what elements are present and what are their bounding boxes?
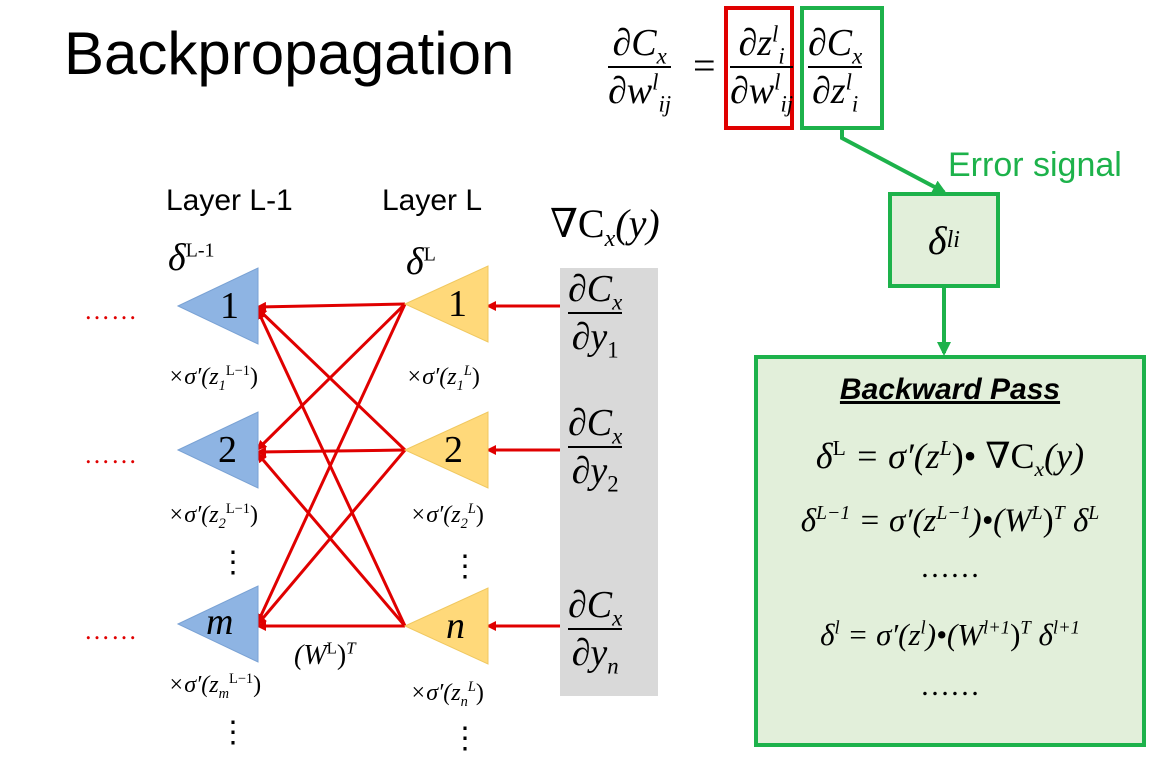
backward-pass-box: Backward Pass δL = σ′(zL)• ∇Cx(y) δL−1 =…	[754, 355, 1146, 747]
delta-curr: δL	[406, 241, 436, 283]
sigma-prev-1: ×σ′(z1L−1)	[168, 363, 258, 394]
sigma-curr-1: ×σ′(z1L)	[406, 363, 480, 394]
vdots-curr-2: ⋮	[450, 722, 480, 755]
edge-2-1	[256, 307, 407, 452]
backward-pass-dots: ……	[920, 551, 980, 584]
formula-mid: ∂zli ∂wlij	[730, 21, 794, 117]
gradient-column	[560, 268, 658, 696]
sigma-prev-m: ×σ′(zmL−1)	[168, 671, 262, 702]
delta-prev: δL-1	[168, 237, 215, 279]
error-signal-label: Error signal	[948, 146, 1122, 184]
edge-1-1	[256, 301, 406, 312]
backward-pass-line-1: δL = σ′(zL)• ∇Cx(y)	[815, 436, 1085, 482]
node-prev-2-label: 2	[218, 429, 237, 471]
edge-n-1	[256, 309, 407, 627]
node-curr-2-label: 2	[444, 429, 463, 471]
node-prev-1-label: 1	[220, 285, 239, 327]
sigma-prev-2: ×σ′(z2L−1)	[168, 501, 258, 532]
formula-equals: =	[693, 43, 716, 88]
green-arrow-to-error	[840, 130, 947, 194]
backward-pass-line-3: δl = σ′(zl)•(Wl+1)T δl+1	[820, 617, 1080, 652]
edge-1-2	[256, 302, 407, 451]
green-box-top	[800, 6, 884, 130]
edge-n-2	[256, 452, 407, 627]
layer-prev-label: Layer L-1	[166, 184, 293, 217]
sigma-curr-n: ×σ′(znL)	[410, 679, 484, 710]
ellipsis-left-3: ……	[84, 616, 138, 645]
output-1: ∂Cx ∂y1	[568, 268, 623, 363]
output-n: ∂Cx ∂yn	[568, 584, 623, 679]
page-title: Backpropagation	[64, 20, 515, 87]
formula-rhs: ∂Cx ∂zli	[808, 22, 863, 117]
vdots-prev-1: ⋮	[218, 546, 248, 579]
gradient-label: ∇Cx(y)	[550, 201, 660, 252]
ellipsis-left-2: ……	[84, 440, 138, 469]
backward-pass-title: Backward Pass	[839, 373, 1061, 406]
layer-curr-label: Layer L	[382, 184, 483, 217]
node-curr-n-label: n	[446, 605, 465, 647]
edge-1-m	[256, 303, 407, 624]
backward-pass-line-2: δL−1 = σ′(zL−1)•(WL)T δL	[800, 502, 1100, 539]
formula-lhs: ∂Cx ∂wlij	[608, 22, 672, 117]
output-2: ∂Cx ∂y2	[568, 402, 623, 497]
ellipsis-left-1: ……	[84, 296, 138, 325]
edge-2-m	[256, 449, 407, 626]
node-prev-m-label: m	[206, 601, 234, 643]
red-box	[724, 6, 794, 130]
node-curr-1-label: 1	[448, 283, 467, 325]
sigma-curr-2: ×σ′(z2L)	[410, 501, 484, 532]
vdots-prev-2: ⋮	[218, 716, 248, 749]
backward-pass-dots-2: ……	[920, 669, 980, 702]
vdots-curr-1: ⋮	[450, 550, 480, 583]
weight-label: (WL)T	[294, 638, 356, 671]
edge-2-2	[256, 446, 406, 457]
